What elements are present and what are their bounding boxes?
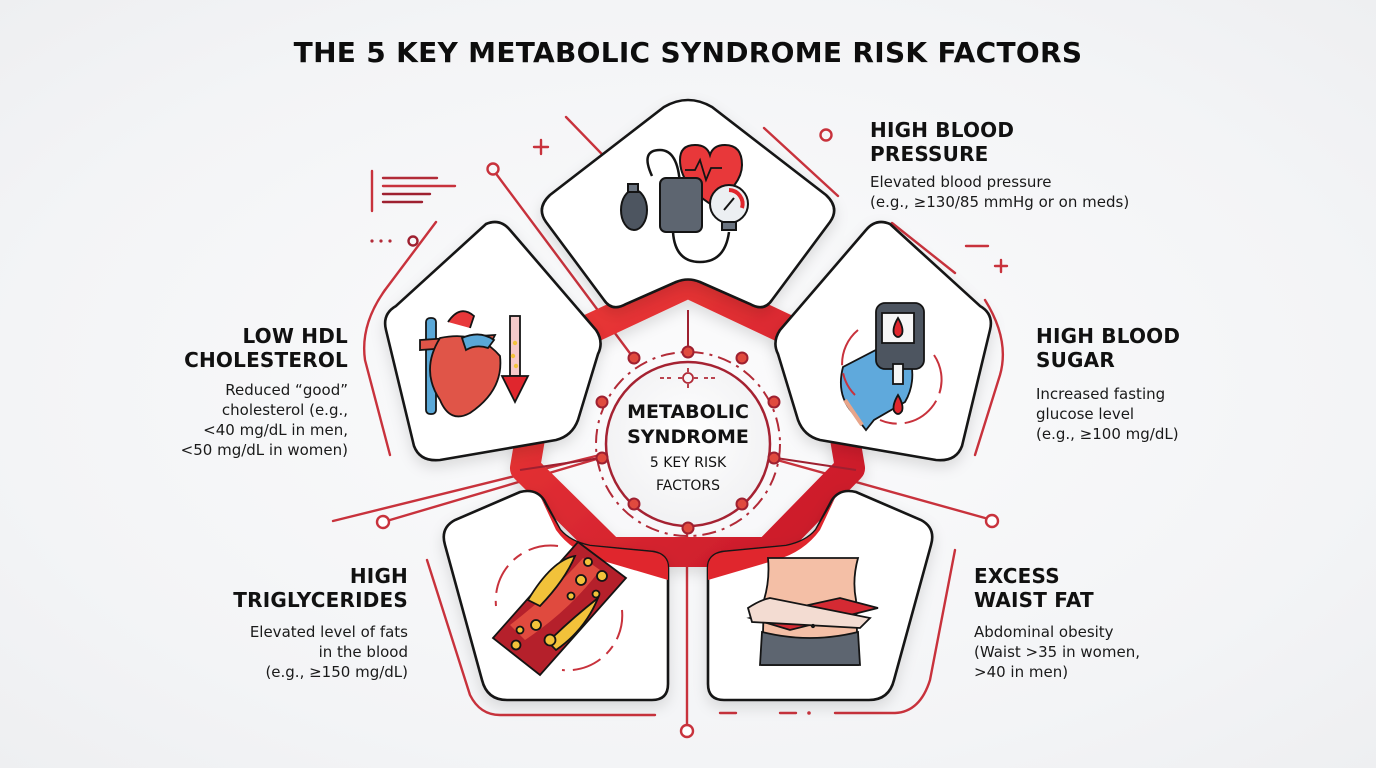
factor-desc-line2: in the blood: [318, 643, 408, 661]
factor-high-blood-sugar: HIGH BLOOD SUGAR Increased fasting gluco…: [1036, 324, 1180, 444]
cog-icon: [660, 368, 716, 388]
page-title: THE 5 KEY METABOLIC SYNDROME RISK FACTOR…: [293, 36, 1083, 69]
factor-title-line1: EXCESS: [974, 564, 1060, 588]
factor-title-line2: WAIST FAT: [974, 588, 1094, 612]
blood-pressure-monitor-icon: [620, 143, 749, 264]
center-label: METABOLIC SYNDROME 5 KEY RISK FACTORS: [598, 400, 778, 496]
factor-title: HIGH BLOOD SUGAR: [1036, 324, 1180, 372]
factor-high-blood-pressure: HIGH BLOOD PRESSURE Elevated blood press…: [870, 118, 1129, 212]
factor-desc-line1: Increased fasting: [1036, 385, 1166, 403]
factor-title-line1: HIGH BLOOD: [870, 118, 1015, 142]
factor-title-line2: TRIGLYCERIDES: [233, 588, 408, 612]
factor-desc-line3: (e.g., ≥100 mg/dL): [1036, 425, 1179, 443]
factor-title-line2: SUGAR: [1036, 348, 1115, 372]
factor-desc-line1: Reduced “good”: [225, 381, 348, 399]
factor-desc-line2: (e.g., ≥130/85 mmHg or on meds): [870, 193, 1130, 211]
factor-description: Reduced “good” cholesterol (e.g., <40 mg…: [120, 380, 348, 460]
factor-title-line2: PRESSURE: [870, 142, 989, 166]
factor-desc-line1: Elevated blood pressure: [870, 173, 1052, 191]
red-wedge-right: [708, 496, 836, 580]
factor-description: Elevated blood pressure (e.g., ≥130/85 m…: [870, 172, 1129, 212]
center-subtitle-line2: FACTORS: [655, 478, 721, 494]
factor-title: LOW HDL CHOLESTEROL: [120, 324, 348, 372]
measuring-tape-waist-icon: [746, 557, 879, 666]
red-wedge-left: [540, 496, 668, 580]
heart-down-arrow-icon: [419, 310, 530, 418]
factor-description: Elevated level of fats in the blood (e.g…: [160, 622, 408, 682]
center-title-line1: METABOLIC: [627, 401, 749, 423]
clogged-artery-icon: [491, 540, 628, 677]
factor-desc-line1: Elevated level of fats: [249, 623, 408, 641]
factor-high-triglycerides: HIGH TRIGLYCERIDES Elevated level of fat…: [160, 564, 408, 682]
factor-desc-line3: (e.g., ≥150 mg/dL): [265, 663, 408, 681]
factor-description: Abdominal obesity (Waist >35 in women, >…: [974, 622, 1140, 682]
factor-title: HIGH TRIGLYCERIDES: [160, 564, 408, 612]
factor-title: HIGH BLOOD PRESSURE: [870, 118, 1129, 166]
glucose-meter-ring: [841, 329, 943, 425]
factor-desc-line3: >40 in men): [974, 663, 1069, 681]
factor-excess-waist-fat: EXCESS WAIST FAT Abdominal obesity (Wais…: [974, 564, 1140, 682]
center-title-line2: SYNDROME: [627, 426, 749, 448]
center-hub: [519, 310, 857, 537]
factor-desc-line2: cholesterol (e.g.,: [221, 401, 348, 419]
factor-title: EXCESS WAIST FAT: [974, 564, 1140, 612]
factor-desc-line2: glucose level: [1036, 405, 1135, 423]
factor-desc-line3: <40 mg/dL in men,: [203, 421, 348, 439]
factor-desc-line2: (Waist >35 in women,: [974, 643, 1140, 661]
glucose-meter-icon: [840, 302, 925, 432]
factor-title-line2: CHOLESTEROL: [184, 348, 348, 372]
artery-ring: [494, 544, 624, 672]
factor-title-line1: HIGH: [349, 564, 408, 588]
factor-low-hdl-cholesterol: LOW HDL CHOLESTEROL Reduced “good” chole…: [120, 324, 348, 460]
factor-title-line1: LOW HDL: [242, 324, 348, 348]
factor-title-line1: HIGH BLOOD: [1036, 324, 1181, 348]
center-subtitle-line1: 5 KEY RISK: [649, 455, 727, 471]
factor-description: Increased fasting glucose level (e.g., ≥…: [1036, 384, 1180, 444]
factor-desc-line4: <50 mg/dL in women): [180, 441, 348, 459]
factor-desc-line1: Abdominal obesity: [974, 623, 1114, 641]
